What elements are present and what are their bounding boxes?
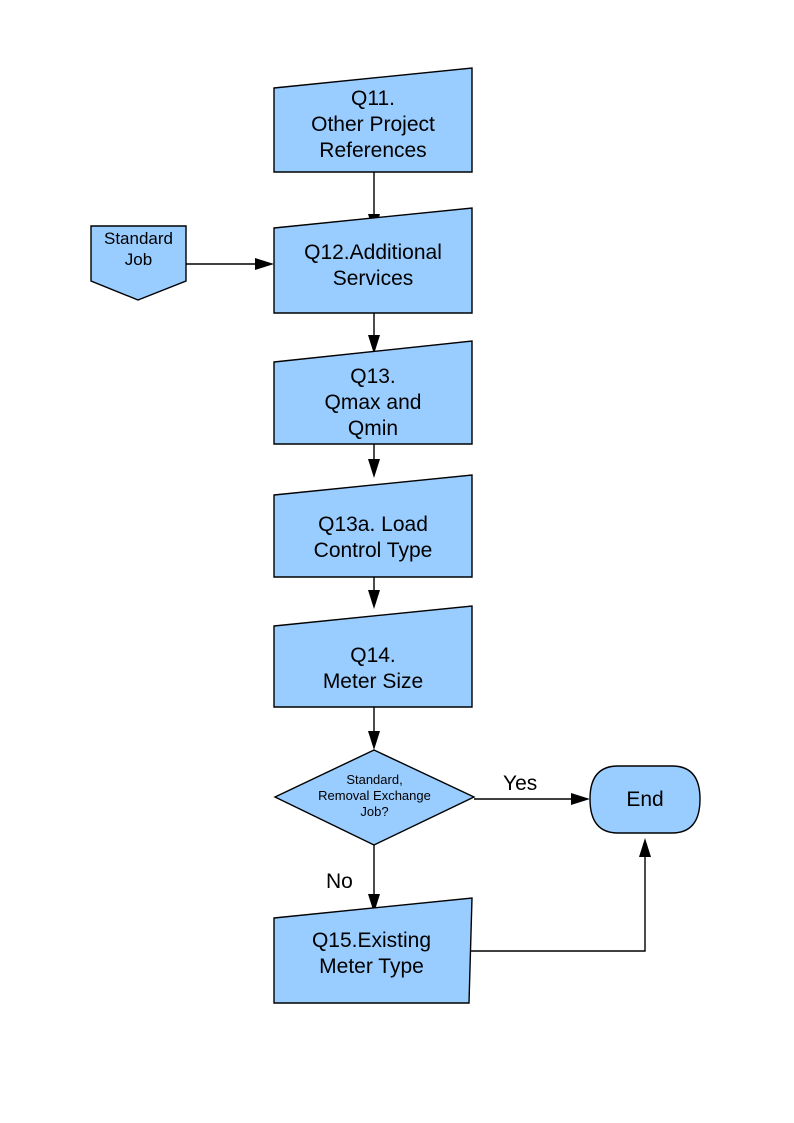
edge-q13a-to-q14 bbox=[368, 577, 380, 609]
node-standard-job[interactable] bbox=[90, 225, 187, 301]
edge-q15-to-end bbox=[469, 838, 651, 952]
edge-decision-to-end bbox=[474, 793, 590, 805]
node-q14[interactable] bbox=[273, 605, 473, 708]
edge-q12-to-q13 bbox=[368, 313, 380, 354]
edge-q14-to-decision bbox=[368, 707, 380, 750]
edge-q13-to-q13a bbox=[368, 444, 380, 478]
edge-decision-to-q15 bbox=[368, 845, 380, 913]
edge-standard-job-to-q12 bbox=[186, 258, 274, 270]
node-q11[interactable] bbox=[273, 67, 473, 173]
node-q13[interactable] bbox=[273, 340, 473, 445]
node-decision[interactable] bbox=[273, 749, 476, 846]
node-end[interactable] bbox=[589, 765, 701, 834]
node-q12[interactable] bbox=[273, 207, 473, 314]
node-q13a[interactable] bbox=[273, 474, 473, 578]
node-q15[interactable] bbox=[273, 897, 473, 1004]
